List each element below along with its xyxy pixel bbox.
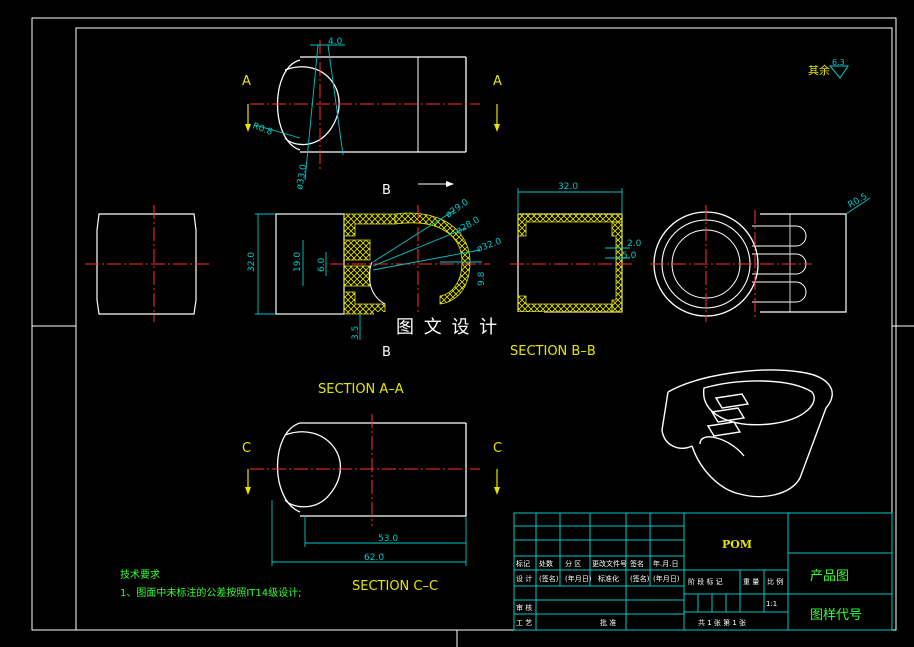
- scale-value: 1:1: [766, 600, 777, 608]
- dim-bb-32: 32.0: [558, 182, 578, 192]
- tb-r1-c6: 年.月.日: [653, 559, 678, 568]
- surface-finish-symbol: 其余 6.3: [808, 58, 849, 79]
- isometric-view: [661, 369, 833, 498]
- label-b-top: B: [382, 183, 391, 198]
- tb-r2-c5: (签名): [630, 574, 650, 583]
- dim-aa-d32: ø32.0: [476, 237, 504, 255]
- tb-r2-c3: (年月日): [565, 574, 592, 583]
- top-view: 4.0 R0.8 ø33.0 A A: [242, 37, 502, 191]
- watermark-text: 图 文 设 计: [396, 317, 499, 338]
- dim-aa-6: 6.0: [317, 257, 327, 272]
- tb-r1-c5: 签名: [630, 559, 644, 568]
- label-b-bottom: B: [382, 345, 391, 360]
- tb-r1-c3: 分 区: [565, 559, 581, 568]
- section-c-c-view: 53.0 62.0 C C SECTION C–C: [242, 414, 502, 594]
- tb-r4-c2: 批 准: [600, 618, 616, 627]
- material-value: POM: [722, 538, 752, 551]
- tb-r1-c2: 处数: [539, 559, 553, 568]
- dim-aa-32: 32.0: [247, 252, 257, 272]
- tb-r2-c1: 设 计: [516, 574, 532, 583]
- title-block: POM 产品图 图样代号 1:1 共 1 张 第 1 张 标记 处数 分 区 更…: [513, 512, 893, 631]
- section-a-a-view: 32.0 19.0 6.0 3.5 ø29.0 ø28.0 ø32.0 9.8 …: [247, 181, 503, 397]
- section-bb-title: SECTION B–B: [510, 344, 596, 359]
- tb-r1-c1: 标记: [516, 559, 530, 568]
- section-aa-title: SECTION A–A: [318, 382, 404, 397]
- tech-notes-line1: 1、图面中未标注的公差按照IT14级设计;: [120, 586, 302, 599]
- dim-cc-53: 53.0: [378, 534, 398, 544]
- dim-top-d33: ø33.0: [295, 163, 309, 190]
- tb-weight-header: 重 量: [743, 578, 759, 586]
- section-b-b-view: 32.0 2.0 5.0 SECTION B–B: [510, 182, 642, 359]
- product-drawing-label: 产品图: [810, 569, 849, 584]
- watermark-backdrop: [374, 312, 544, 342]
- label-c-left: C: [242, 441, 251, 456]
- label-c-right: C: [493, 441, 502, 456]
- dim-aa-19: 19.0: [293, 252, 303, 272]
- sheet-count: 共 1 张 第 1 张: [698, 618, 746, 627]
- tech-notes-title: 技术要求: [120, 568, 160, 581]
- tb-r2-c6: (年月日): [653, 574, 680, 583]
- tb-r1-c4: 更改文件号: [592, 559, 627, 568]
- right-end-view: R0.5: [650, 192, 871, 322]
- dim-top-4: 4.0: [328, 37, 343, 47]
- label-a-right: A: [493, 74, 502, 89]
- section-cc-title: SECTION C–C: [352, 579, 438, 594]
- dim-right-r05: R0.5: [847, 192, 870, 211]
- dim-bb-5: 5.0: [622, 251, 637, 261]
- dim-aa-98: 9.8: [477, 271, 487, 286]
- tb-r2-c2: (签名): [539, 574, 559, 583]
- tb-r2-c4: 标准化: [598, 574, 619, 583]
- dim-aa-35: 3.5: [351, 326, 361, 340]
- surface-finish-label: 其余: [808, 63, 830, 77]
- dim-cc-62: 62.0: [364, 553, 384, 563]
- surface-finish-value: 6.3: [832, 58, 845, 67]
- drawing-code-label: 图样代号: [810, 608, 862, 623]
- tb-scale-header: 比 例: [767, 577, 783, 586]
- tb-r3-c1: 审 核: [516, 603, 532, 612]
- dim-aa-d28: ø28.0: [455, 215, 482, 237]
- dim-bb-2: 2.0: [627, 239, 642, 249]
- dim-aa-d29: ø29.0: [444, 197, 471, 220]
- sheet-border: [31, 17, 914, 647]
- tb-stage-header: 阶 段 标 记: [688, 577, 723, 586]
- left-side-view: [85, 205, 210, 322]
- label-a-left: A: [242, 74, 251, 89]
- tb-r4-c1: 工 艺: [516, 619, 532, 627]
- dim-top-r08: R0.8: [251, 121, 274, 138]
